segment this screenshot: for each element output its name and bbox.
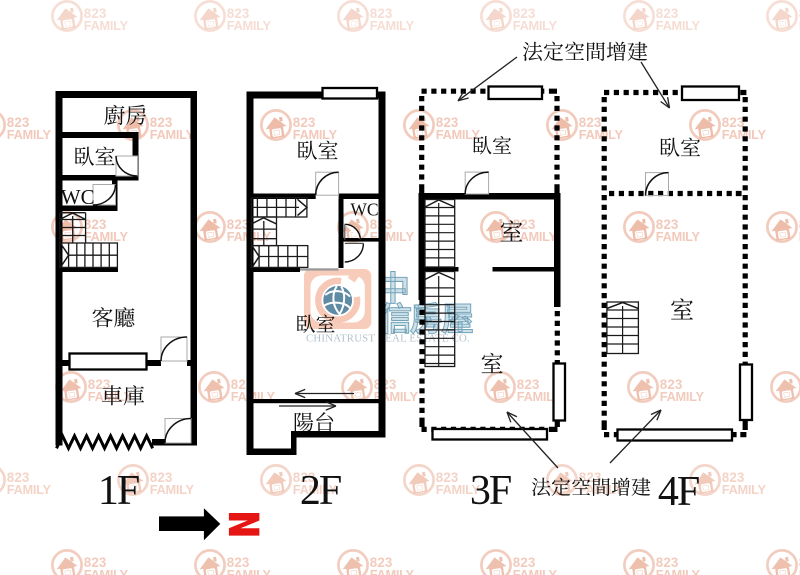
svg-text:1F: 1F (98, 468, 139, 514)
svg-text:3F: 3F (470, 468, 511, 514)
svg-text:4F: 4F (658, 469, 699, 515)
svg-text:WC: WC (350, 200, 378, 220)
svg-text:WC: WC (61, 185, 95, 209)
svg-text:2F: 2F (300, 468, 341, 514)
svg-text:CHINATRUST REAL ESTATE CO.: CHINATRUST REAL ESTATE CO. (306, 333, 470, 345)
